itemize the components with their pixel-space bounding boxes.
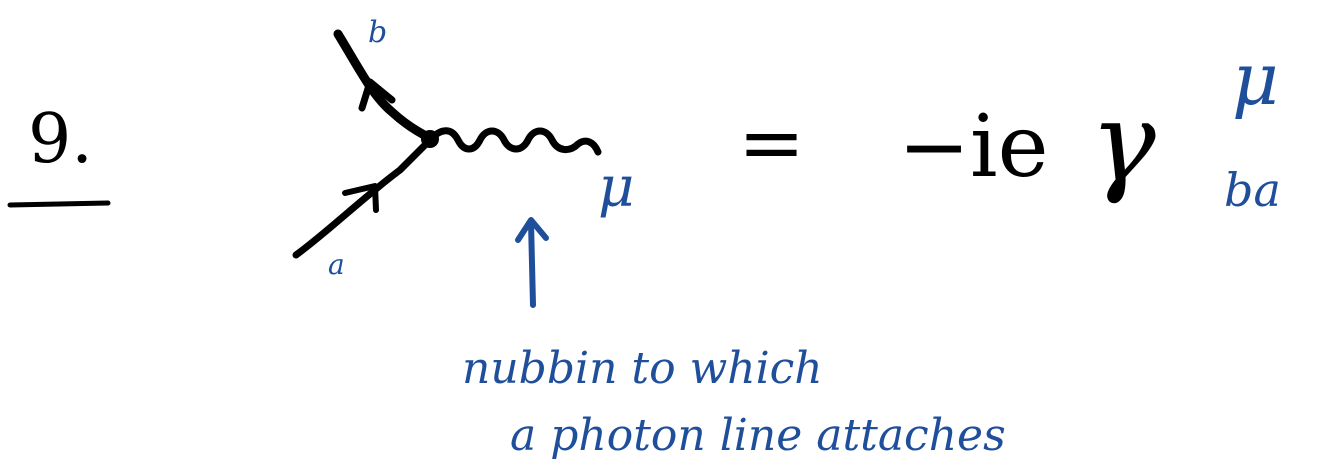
annotation-line-2: a photon line attaches: [510, 410, 1006, 461]
item-number-underline: [7, 200, 111, 208]
subscript-ba: ba: [1224, 163, 1281, 217]
incoming-fermion-arrow: [342, 183, 379, 213]
annotation-arrow-head: [515, 217, 549, 243]
outgoing-fermion-arrow: [358, 78, 396, 112]
annotation-line-1: nubbin to which: [462, 343, 823, 394]
item-number: 9.: [28, 100, 93, 179]
incoming-fermion-line: [292, 136, 434, 259]
label-mu: μ: [598, 155, 634, 220]
label-a: a: [328, 248, 345, 281]
label-b: b: [368, 15, 387, 50]
superscript-mu: μ: [1232, 37, 1279, 121]
gamma-symbol: γ: [1090, 78, 1156, 206]
factor-minus-ie: −ie: [898, 97, 1048, 197]
photon-wavy-line: [428, 127, 602, 156]
outgoing-fermion-line: [333, 29, 435, 143]
equals-sign: =: [738, 96, 805, 189]
annotation-arrow-shaft: [528, 219, 536, 308]
